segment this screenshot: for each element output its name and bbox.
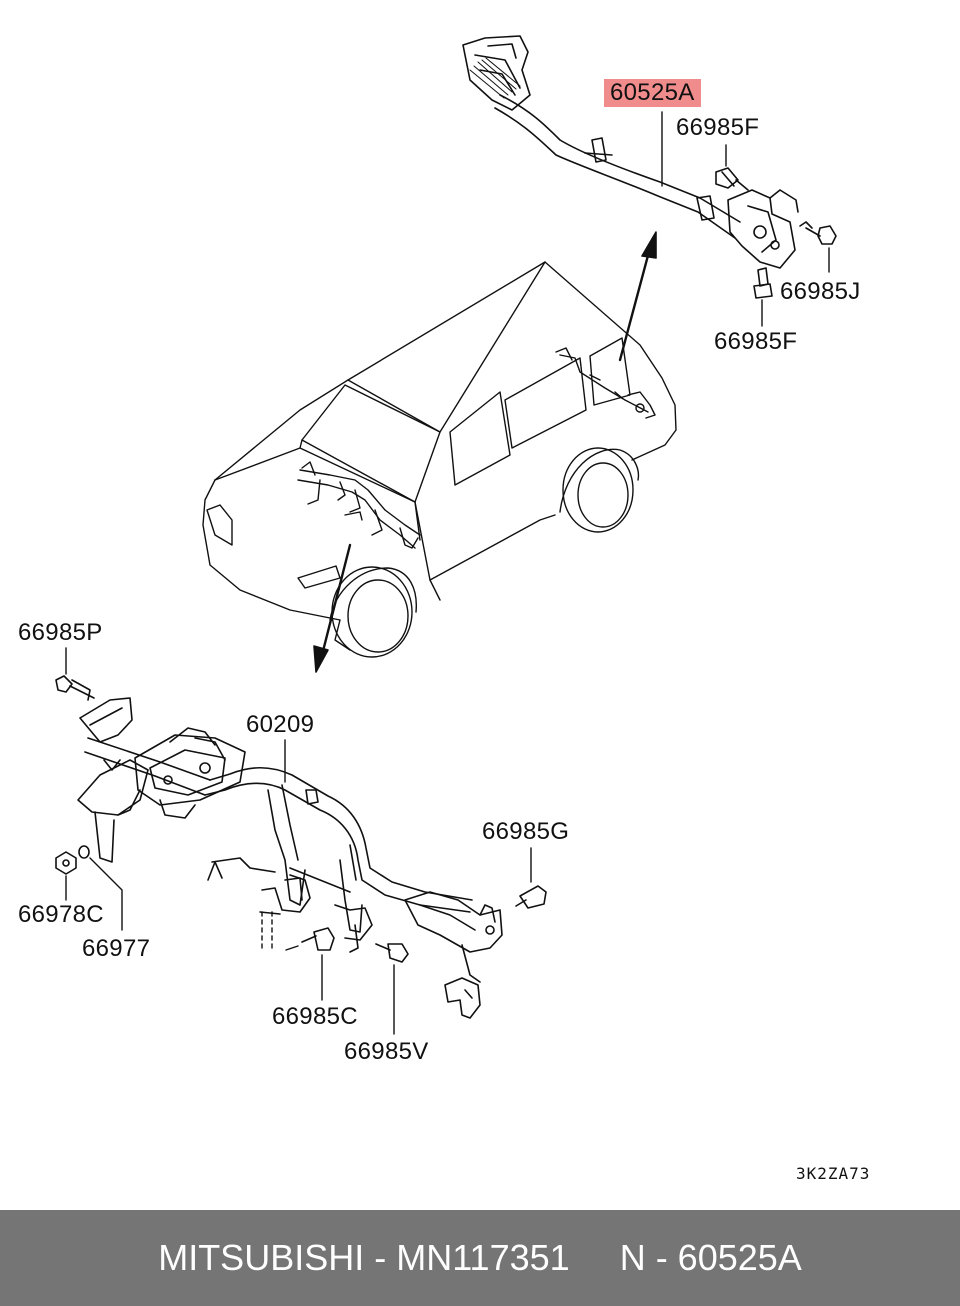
part-callout-66985c[interactable]: 66985C: [272, 1003, 358, 1030]
part-callout-66977[interactable]: 66977: [82, 935, 151, 962]
harness-assembly-60525a: [462, 35, 799, 269]
part-callout-66985f-top[interactable]: 66985F: [676, 114, 760, 141]
bolt-66985f-top: [715, 167, 749, 191]
part-callout-66985p[interactable]: 66985P: [18, 619, 103, 646]
part-callout-60525a[interactable]: 60525A: [604, 79, 701, 107]
part-callout-66985v[interactable]: 66985V: [344, 1038, 429, 1065]
footer-gap: [570, 1237, 620, 1279]
footer-brand: MITSUBISHI: [158, 1237, 365, 1278]
bolt-66985j: [799, 221, 837, 245]
dash-bar-in-car: [297, 461, 421, 549]
part-callout-66978c[interactable]: 66978C: [18, 901, 104, 928]
diagram-code: 3K2ZA73: [796, 1164, 871, 1183]
bolt-66985c: [301, 927, 335, 951]
part-callout-60209[interactable]: 60209: [246, 711, 315, 738]
bolt-66985g: [515, 885, 547, 909]
footer-part-number: MN117351: [396, 1237, 570, 1278]
footer-bar: MITSUBISHI - MN117351 N - 60525A: [0, 1210, 960, 1306]
vehicle-outline: [202, 261, 677, 658]
bolt-66985p: [55, 675, 95, 701]
dash-bar-60209: [77, 697, 503, 1019]
arrow-to-dash-bar: [313, 543, 352, 673]
part-callout-66985g[interactable]: 66985G: [482, 818, 570, 845]
harness-in-car-upper: [555, 347, 656, 419]
part-callout-66985j[interactable]: 66985J: [780, 278, 861, 305]
nut-66978c: [55, 851, 77, 875]
arrow-to-harness: [618, 231, 657, 362]
bolt-66985f-bottom: [753, 267, 773, 299]
exploded-parts-diagram: [55, 35, 837, 1035]
footer-ref: N - 60525A: [619, 1237, 802, 1278]
bolt-66985v: [375, 943, 409, 963]
washer-66977: [78, 845, 90, 859]
footer-separator: -: [364, 1237, 397, 1278]
part-callout-66985f-bottom[interactable]: 66985F: [714, 328, 798, 355]
